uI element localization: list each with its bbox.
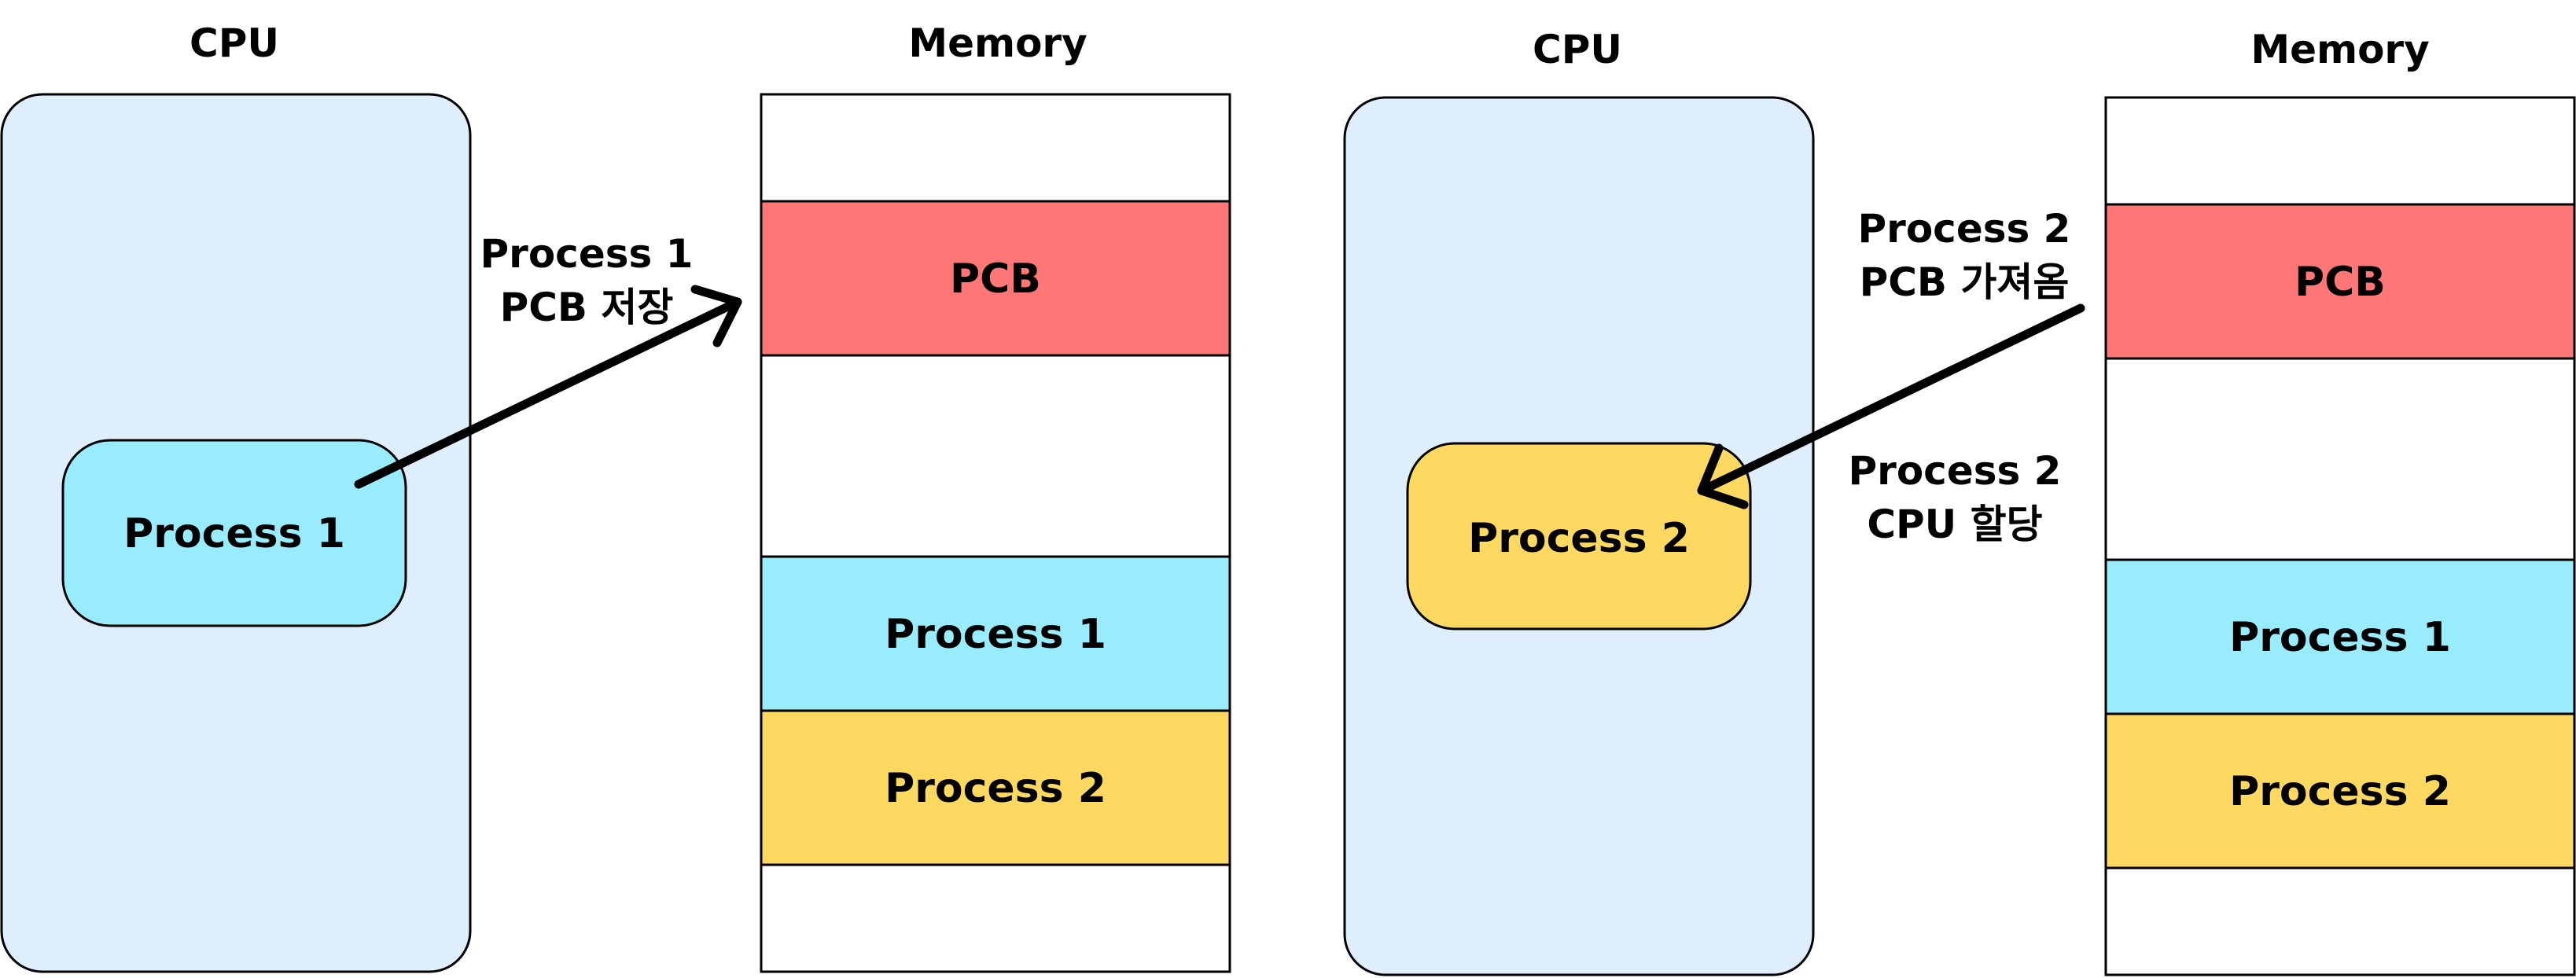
right-memory-pcb-label: PCB	[2294, 259, 2386, 306]
left-memory-column: PCB Process 1 Process 2	[760, 93, 1231, 973]
right-cpu-title: CPU	[1533, 27, 1622, 72]
left-memory-process1-label: Process 1	[885, 611, 1106, 658]
left-memory-process2-label: Process 2	[885, 765, 1106, 812]
left-panel: CPU Process 1 Memory PCB Process 1 Proce…	[0, 20, 1231, 973]
left-memory-process1-block	[760, 555, 1231, 712]
left-arrow-label-line1: Process 1	[480, 231, 694, 277]
left-arrow-label-line2: PCB 저장	[500, 285, 674, 330]
right-memory-column: PCB Process 1 Process 2	[2104, 96, 2576, 976]
left-cpu-process-label: Process 1	[123, 510, 345, 557]
right-memory-pcb-block	[2104, 203, 2576, 360]
right-arrow-label-top-line2: PCB 가져옴	[1860, 259, 2070, 305]
right-arrow-label-bottom-line2: CPU 할당	[1867, 502, 2042, 547]
right-memory-title: Memory	[2250, 27, 2429, 72]
right-arrow-label-bottom-line1: Process 2	[1849, 448, 2062, 494]
right-memory-process1-label: Process 1	[2229, 614, 2451, 661]
right-memory-process1-block	[2104, 558, 2576, 715]
right-memory-process2-block	[2104, 712, 2576, 870]
left-cpu-process-box	[61, 439, 407, 627]
left-memory-process2-block	[760, 709, 1231, 866]
left-save-arrow	[354, 285, 742, 489]
right-arrow-label-top-line1: Process 2	[1858, 206, 2071, 252]
left-memory-pcb-label: PCB	[950, 256, 1041, 303]
left-memory-title: Memory	[908, 20, 1087, 66]
right-memory-process2-label: Process 2	[2229, 768, 2451, 815]
right-panel: CPU Process 2 Memory PCB Process 1 Proce…	[1343, 27, 2576, 976]
right-load-arrow	[1697, 303, 2085, 509]
right-cpu-process-label: Process 2	[1468, 515, 1690, 562]
right-cpu-process-box	[1406, 442, 1752, 631]
left-memory-pcb-block	[760, 200, 1231, 357]
left-cpu-title: CPU	[190, 20, 279, 66]
